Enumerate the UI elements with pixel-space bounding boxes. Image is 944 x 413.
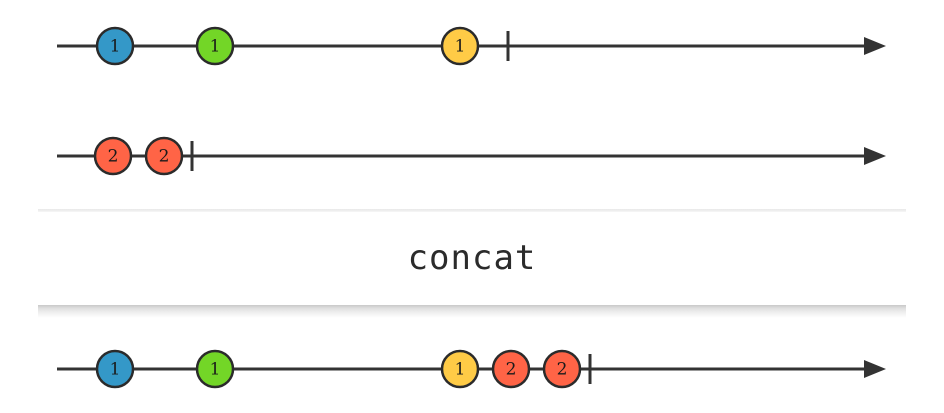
marble-source-1-1[interactable]: 1 — [195, 26, 235, 66]
marble-circle[interactable] — [195, 26, 235, 66]
marble-result-1[interactable]: 1 — [195, 349, 235, 389]
marble-circle[interactable] — [542, 349, 582, 389]
marble-source-1-2[interactable]: 1 — [440, 26, 480, 66]
marble-result-3[interactable]: 2 — [491, 349, 531, 389]
marble-label: 1 — [110, 37, 121, 57]
marble-result-0[interactable]: 1 — [95, 349, 135, 389]
marble-label: 2 — [159, 147, 170, 167]
marble-source-1-0[interactable]: 1 — [95, 26, 135, 66]
marble-label: 1 — [110, 360, 121, 380]
timeline-arrowhead — [864, 147, 886, 165]
marble-label: 1 — [455, 360, 466, 380]
marble-label: 1 — [210, 37, 221, 57]
marble-circle[interactable] — [95, 26, 135, 66]
marble-circle[interactable] — [491, 349, 531, 389]
timeline-source-1: 1 1 1 — [57, 26, 886, 66]
marble-circle[interactable] — [440, 349, 480, 389]
timeline-arrowhead — [864, 37, 886, 55]
operator-label: concat — [407, 238, 537, 278]
marble-label: 2 — [506, 360, 517, 380]
marble-label: 1 — [455, 37, 466, 57]
marble-circle[interactable] — [144, 136, 184, 176]
marble-circle[interactable] — [440, 26, 480, 66]
marble-source-2-1[interactable]: 2 — [144, 136, 184, 176]
marble-circle[interactable] — [195, 349, 235, 389]
separator-below-operator — [38, 305, 906, 318]
marble-result-2[interactable]: 1 — [440, 349, 480, 389]
marble-result-4[interactable]: 2 — [542, 349, 582, 389]
marble-circle[interactable] — [93, 136, 133, 176]
marble-source-2-0[interactable]: 2 — [93, 136, 133, 176]
marble-circle[interactable] — [95, 349, 135, 389]
timeline-arrowhead — [864, 360, 886, 378]
marble-label: 1 — [210, 360, 221, 380]
timeline-result: 1 1 1 2 2 — [57, 349, 886, 389]
marble-label: 2 — [557, 360, 568, 380]
marble-label: 2 — [108, 147, 119, 167]
separator-above-operator — [38, 209, 906, 212]
